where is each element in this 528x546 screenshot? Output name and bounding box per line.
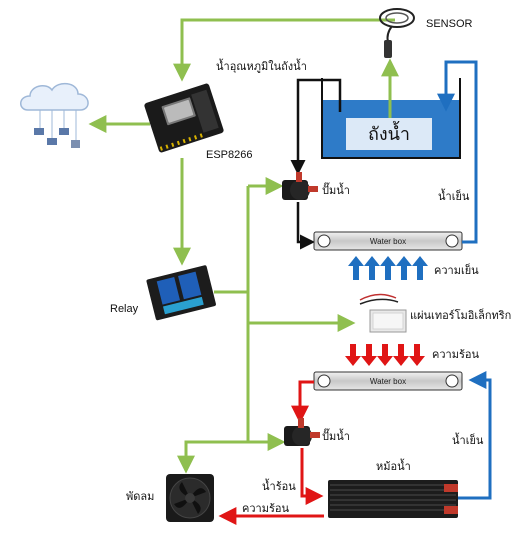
hot-pipe-to-pump xyxy=(291,380,314,424)
coolness-arrow-2 xyxy=(364,256,380,280)
radiator-icon xyxy=(328,480,458,518)
heat-arrow-4 xyxy=(393,344,409,366)
esp8266-label: ESP8266 xyxy=(206,149,252,161)
pump-to-waterbox-top-pipe xyxy=(296,202,315,250)
esp8266-board-icon xyxy=(144,83,224,153)
temperature-sensor-icon xyxy=(379,8,415,58)
coolness-arrow-5 xyxy=(412,256,428,280)
tank-water-temp-label: น้ำอุณหภูมิในถังน้ำ xyxy=(216,58,307,73)
cold-water-right-label: น้ำเย็น xyxy=(438,188,470,203)
peltier-label: แผ่นเทอร์โมอิเล็กทริก xyxy=(410,308,511,322)
fan-icon xyxy=(166,474,214,522)
hot-pipe-to-radiator xyxy=(300,448,324,505)
heat-arrow-1 xyxy=(345,344,361,366)
heat-arrow-3 xyxy=(377,344,393,366)
pump-bottom-icon xyxy=(284,418,320,446)
pump-top-icon xyxy=(282,172,318,200)
coolness-label: ความเย็น xyxy=(434,263,479,277)
water-box-top xyxy=(313,231,463,251)
coolness-arrow-3 xyxy=(380,256,396,280)
sensor-label: SENSOR xyxy=(426,18,473,30)
coolness-arrows xyxy=(348,256,428,280)
pump-bottom-label: ปั๊มน้ำ xyxy=(322,428,350,443)
water-box-bottom xyxy=(313,371,463,391)
hot-water-label: น้ำร้อน xyxy=(262,478,296,493)
tank-to-pump-pipe xyxy=(290,78,342,175)
heat-arrow-5 xyxy=(409,344,425,366)
coolness-arrow-4 xyxy=(396,256,412,280)
relay-label: Relay xyxy=(110,303,139,315)
radiator-label: หม้อน้ำ xyxy=(376,458,411,473)
water-tank xyxy=(321,78,461,159)
tank-label: ถังน้ำ xyxy=(368,121,410,145)
cold-pipe-radiator-to-box xyxy=(458,371,492,500)
water-box-top-label: Water box xyxy=(370,237,406,246)
fan-label: พัดลม xyxy=(126,491,154,503)
heat-mid-label: ความร้อน xyxy=(432,349,479,361)
heat-arrow-2 xyxy=(361,344,377,366)
relay-module-icon xyxy=(146,265,216,321)
sensor-to-esp-line xyxy=(173,18,395,82)
cold-water-bottom-label: น้ำเย็น xyxy=(452,432,484,447)
peltier-module-icon xyxy=(359,293,407,333)
control-lines xyxy=(88,18,395,474)
heat-bottom-label: ความร้อน xyxy=(242,503,289,515)
cloud-icon xyxy=(20,82,89,148)
coolness-arrow-1 xyxy=(348,256,364,280)
heat-arrows xyxy=(345,344,425,366)
cold-return-pipe xyxy=(437,60,478,244)
bus-to-fan-line xyxy=(177,440,248,474)
pump-top-label: ปั๊มน้ำ xyxy=(322,182,350,197)
water-box-bottom-label: Water box xyxy=(370,377,406,386)
